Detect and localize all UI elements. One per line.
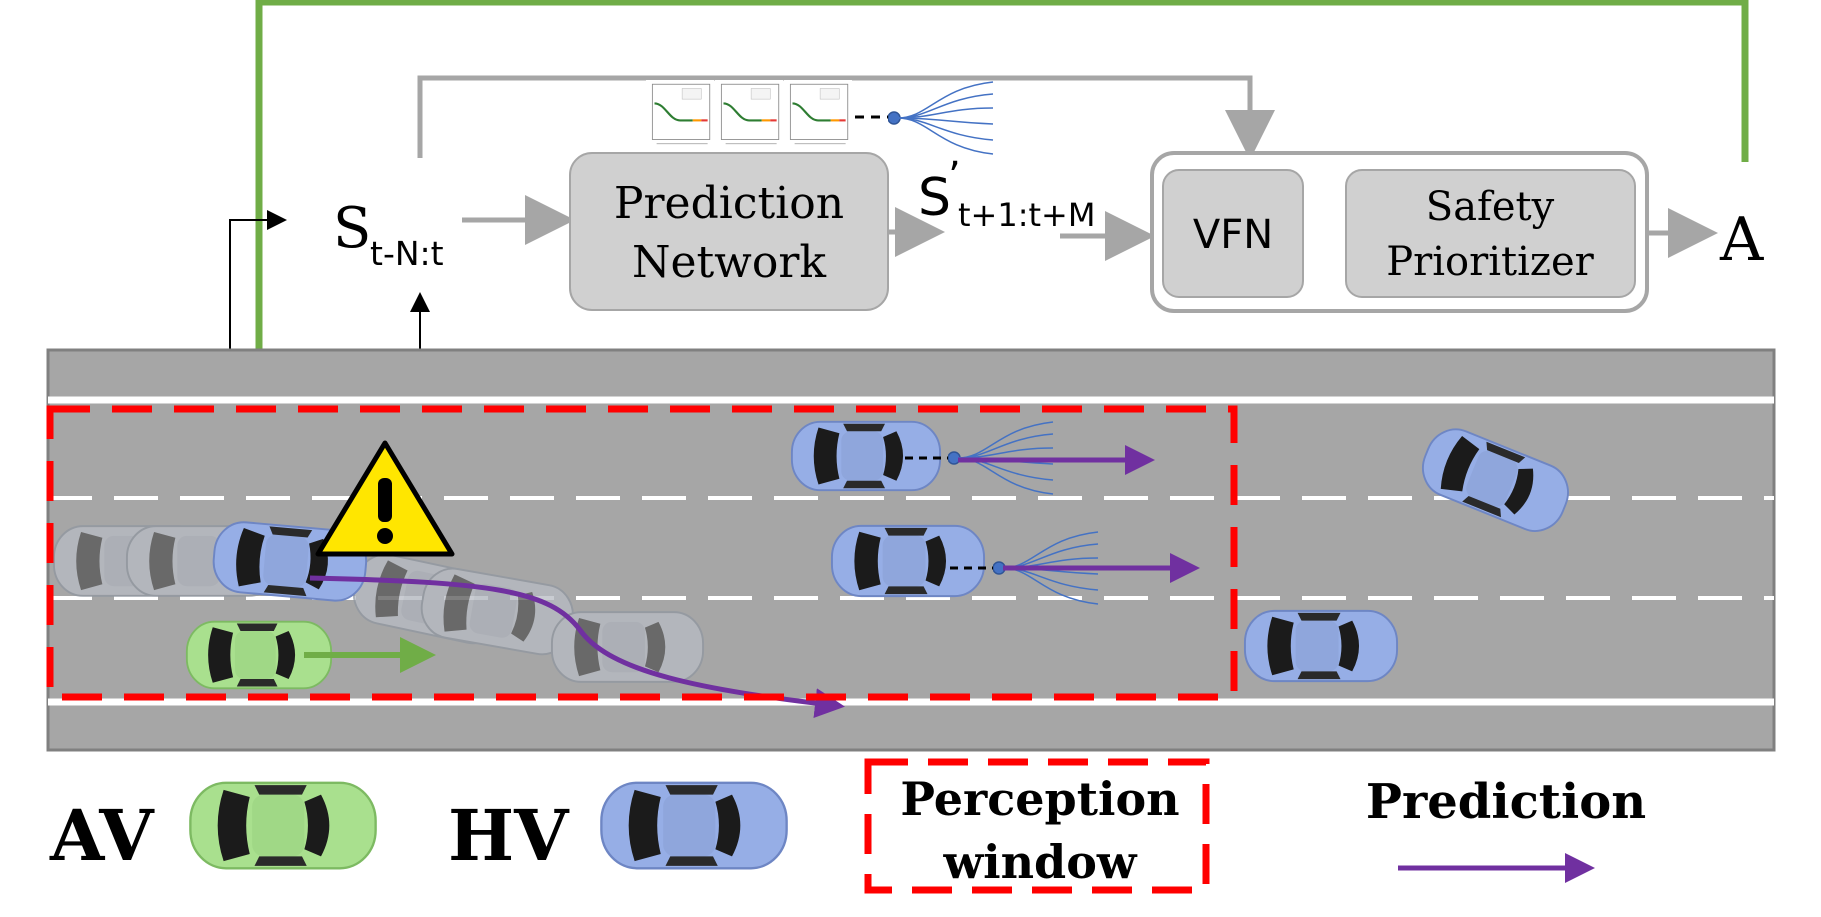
hv-car-middle-lane bbox=[830, 524, 986, 598]
prediction-network-label-line1: Prediction bbox=[614, 178, 844, 229]
legend-prediction-label: Prediction bbox=[1366, 774, 1646, 830]
predicted-state-symbol: S bbox=[918, 168, 951, 228]
vfn-label: VFN bbox=[1193, 212, 1273, 258]
state-subscript: t-N:t bbox=[370, 234, 444, 273]
perception-window bbox=[46, 405, 1238, 701]
legend-hv-label: HV bbox=[448, 794, 570, 877]
safety-prioritizer-block bbox=[1345, 169, 1636, 298]
trajectory-fan-icon bbox=[888, 81, 994, 155]
prediction-network-label-line2: Network bbox=[632, 237, 826, 288]
hv-lane-change-prediction-path bbox=[309, 575, 845, 719]
predicted-state-subscript: t+1:t+M bbox=[958, 196, 1095, 234]
state-to-vfn-loop bbox=[417, 75, 1275, 160]
legend-av-car bbox=[188, 781, 378, 870]
safety-prioritizer-label-line1: Safety bbox=[1426, 184, 1555, 230]
warning-triangle-icon bbox=[315, 440, 455, 557]
prediction-plot-thumbnails bbox=[646, 80, 852, 148]
feedback-loop-line bbox=[238, 0, 1749, 617]
legend-hv-car bbox=[599, 781, 789, 870]
action-label: A bbox=[1719, 205, 1764, 275]
vfn-block bbox=[1162, 169, 1304, 298]
legend-perception-label-line1: Perception bbox=[900, 772, 1179, 826]
legend-perception-label-line2: window bbox=[943, 835, 1138, 889]
state-symbol: S bbox=[333, 196, 371, 261]
legend-perception-window-box bbox=[864, 758, 1210, 894]
safety-prioritizer-label-line2: Prioritizer bbox=[1386, 239, 1594, 285]
hv-car-top-lane bbox=[790, 420, 942, 492]
hv-car-right-lower bbox=[1243, 609, 1399, 683]
predicted-state-prime: ’ bbox=[948, 154, 961, 200]
legend-av-label: AV bbox=[49, 794, 155, 877]
